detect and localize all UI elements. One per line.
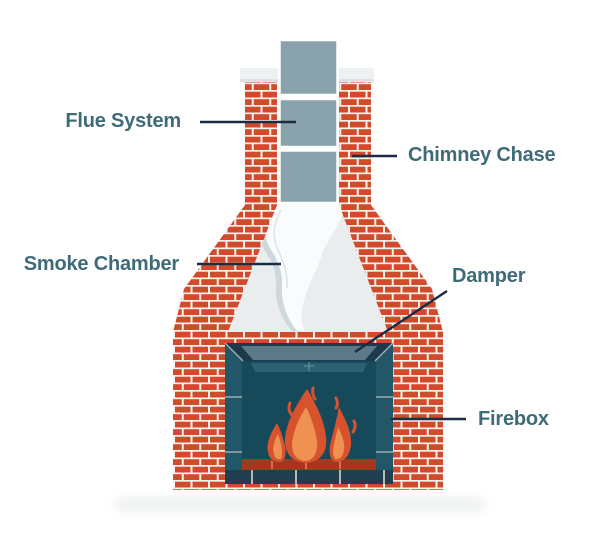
fire-flames bbox=[267, 386, 357, 463]
chimney-chase-right-column bbox=[339, 82, 371, 205]
damper-control-mark bbox=[304, 362, 314, 371]
pointer-lines bbox=[197, 120, 466, 421]
ground-shadow bbox=[115, 497, 485, 512]
chimney-chase-label: Chimney Chase bbox=[408, 144, 556, 166]
flue-tile-bottom bbox=[278, 149, 339, 205]
frame-seam-lines bbox=[224, 342, 394, 453]
smoke-chamber-right-wall bbox=[339, 205, 443, 332]
hearth-brick-row bbox=[225, 470, 393, 484]
damper-label: Damper bbox=[452, 265, 526, 287]
damper-plate bbox=[241, 346, 377, 360]
flue-tile-top bbox=[278, 38, 339, 97]
firebox-left-brick-leg bbox=[173, 344, 225, 484]
smoke-chamber-label: Smoke Chamber bbox=[23, 253, 179, 275]
chimney-chase-left-column bbox=[245, 82, 277, 205]
brick-masonry bbox=[173, 82, 443, 490]
damper-pointer-line bbox=[354, 289, 448, 354]
flue-system-label: Flue System bbox=[65, 110, 181, 132]
base-brick-course bbox=[173, 484, 443, 490]
firebox-right-brick-leg bbox=[393, 344, 443, 484]
firebox-top-brick-band bbox=[173, 332, 443, 344]
smoke-swirl bbox=[259, 203, 346, 332]
firebox-label: Firebox bbox=[478, 408, 549, 430]
smoke-chamber-left-wall bbox=[173, 205, 277, 332]
